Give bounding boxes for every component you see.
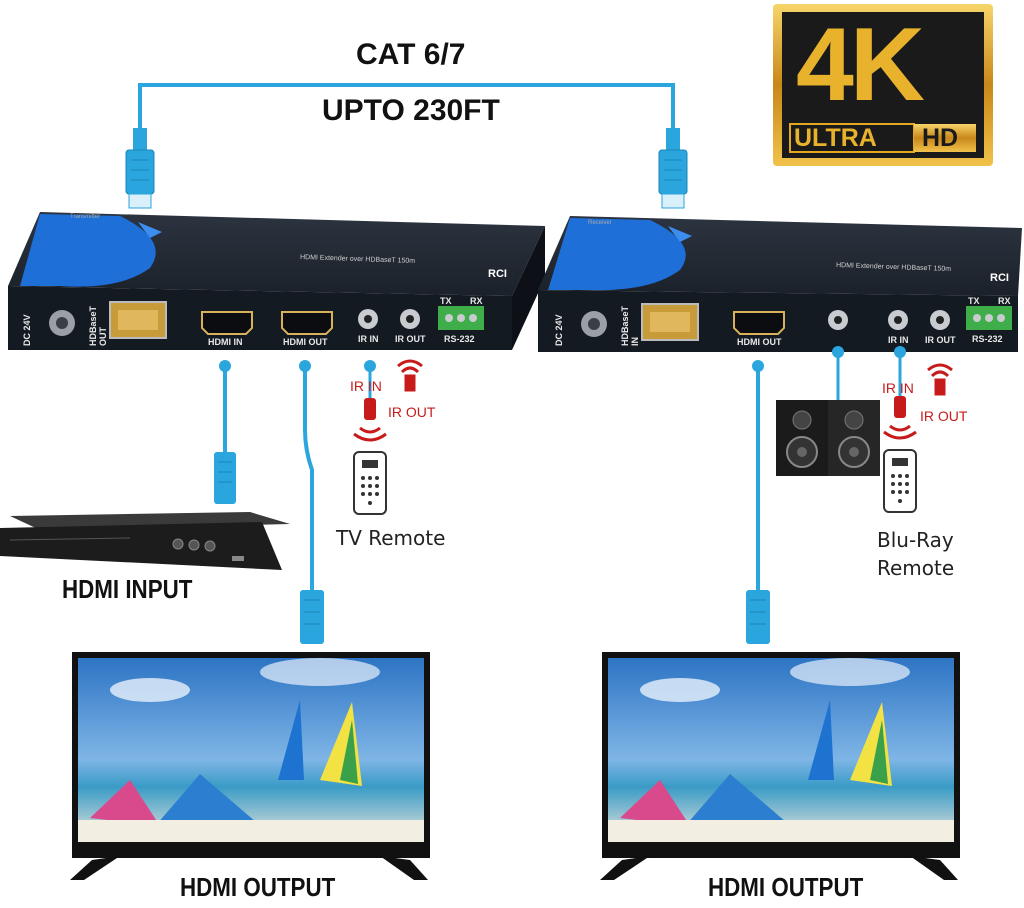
tv-remote-label: TV Remote [336,526,446,550]
ir-cable-receiver [894,346,906,418]
4k-ultra-hd-badge [773,4,993,166]
blu-ray-player [0,512,290,570]
hdmi-cable-output-left [299,360,324,644]
receiver-device [538,216,1022,352]
tx-port-rx-label: RX [470,296,483,306]
badge-hd-text: HD [922,124,959,152]
rx-port-power-label: DC 24V [554,314,564,346]
tx-port-hdmi-out-label: HDMI OUT [283,337,328,347]
ir-signal-waves-tx-out [397,359,423,392]
rx-port-rx-label: RX [998,296,1011,306]
receiver-brand: RCI [990,272,1009,284]
hdmi-input-caption: HDMI INPUT [62,574,193,604]
blu-ray-remote-label: Blu-Ray Remote [877,526,954,582]
hdmi-output-caption-right: HDMI OUTPUT [708,872,864,902]
tx-port-hdmi-in-label: HDMI IN [208,337,243,347]
tx-port-ir-out-label: IR OUT [395,334,426,344]
tv-right [600,652,960,880]
ir-signal-waves-rx-out [927,363,953,396]
blu-ray-remote-label-line2: Remote [877,556,955,580]
tv-remote-icon [353,451,387,515]
ir-signal-waves-rx-in [883,424,917,440]
badge-4k-text: 4K [796,7,925,123]
tx-ir-in-label: IR IN [350,378,382,394]
blu-ray-remote-icon [883,449,917,513]
hdmi-cable-input [214,360,236,504]
rx-ir-in-label: IR IN [882,380,914,396]
audio-cable-receiver [832,346,844,404]
transmitter-brand: RCI [488,268,507,280]
speakers-icon [776,400,880,476]
rj45-plug-left [125,128,155,209]
tx-ir-out-label: IR OUT [388,404,436,420]
tx-port-rs232-label: RS-232 [444,334,475,344]
receiver-unit-label: Receiver [588,220,612,226]
tv-left [70,652,430,880]
tx-port-power-label: DC 24V [22,314,32,346]
cat-cable [138,83,675,150]
hdmi-output-caption-left: HDMI OUTPUT [180,872,336,902]
distance-label: UPTO 230FT [322,94,500,127]
hdmi-cable-output-right [746,360,770,644]
tx-port-tx-label: TX [440,296,452,306]
rx-port-hdbaset-label: HDBaseT IN [620,305,640,346]
ir-cable-transmitter [364,360,376,420]
rx-port-rs232-label: RS-232 [972,334,1003,344]
tx-port-ir-in-label: IR IN [358,334,379,344]
transmitter-device [8,212,545,350]
rj45-plug-right [658,128,688,209]
badge-ultra-text: ULTRA [794,124,877,152]
cable-type-label: CAT 6/7 [356,38,466,71]
rx-port-hdmi-out-label: HDMI OUT [737,337,782,347]
tx-port-hdbaset-label: HDBaseT OUT [88,305,108,346]
transmitter-unit-label: Transmitter [70,214,101,220]
ir-signal-waves-tx-in [353,426,387,442]
rx-port-ir-in-label: IR IN [888,335,909,345]
blu-ray-remote-label-line1: Blu-Ray [877,528,954,552]
rx-ir-out-label: IR OUT [920,408,968,424]
rx-port-tx-label: TX [968,296,980,306]
rx-port-ir-out-label: IR OUT [925,335,956,345]
